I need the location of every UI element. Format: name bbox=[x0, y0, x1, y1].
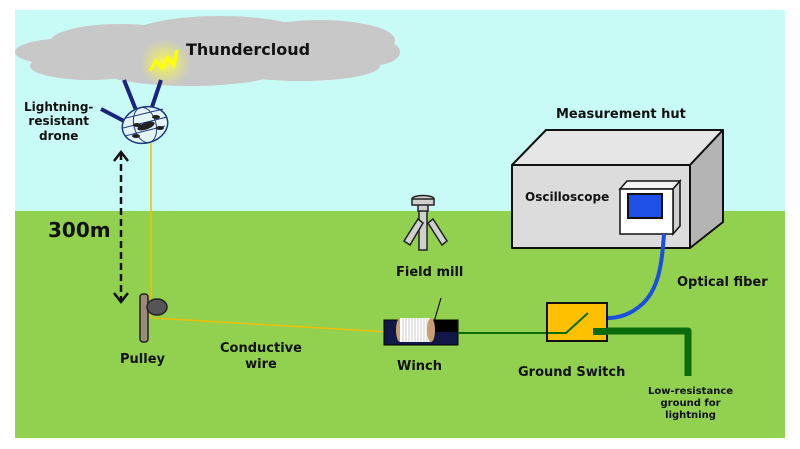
conductive-wire-label-line2: wire bbox=[245, 356, 277, 372]
ground-label-line2: ground for bbox=[660, 398, 721, 409]
drone-label-line3: drone bbox=[38, 128, 79, 143]
optical-fiber-cable bbox=[606, 233, 666, 320]
conductive-wire-label: Conductive wire bbox=[220, 341, 302, 372]
drone-icon bbox=[121, 105, 169, 145]
oscilloscope-icon bbox=[618, 179, 682, 236]
measurement-hut-label: Measurement hut bbox=[556, 107, 686, 122]
field-mill-icon bbox=[402, 194, 448, 251]
ground-label-line1: Low-resistance bbox=[648, 386, 734, 397]
field-mill-label: Field mill bbox=[396, 265, 464, 280]
drone-arms bbox=[100, 79, 163, 123]
altitude-label: 300m bbox=[48, 218, 111, 242]
pulley-label: Pulley bbox=[120, 352, 165, 367]
pulley-icon bbox=[139, 293, 168, 343]
lightning-bolt-icon bbox=[139, 39, 191, 87]
ground-switch-label: Ground Switch bbox=[518, 365, 626, 380]
ground-label-line3: lightning bbox=[665, 410, 716, 421]
oscilloscope-label: Oscilloscope bbox=[525, 190, 610, 204]
drone-label-line1: Lightning- bbox=[24, 100, 94, 114]
optical-fiber-label: Optical fiber bbox=[677, 275, 768, 290]
winch-label: Winch bbox=[397, 359, 443, 374]
conductive-wire-line bbox=[150, 143, 389, 333]
winch-icon bbox=[383, 297, 459, 346]
altitude-arrow bbox=[113, 149, 129, 305]
conductive-wire-label-line1: Conductive bbox=[220, 341, 302, 356]
ground-switch-icon bbox=[546, 302, 608, 342]
drone-label-line2: resistant bbox=[28, 114, 89, 129]
measurement-hut bbox=[511, 129, 724, 249]
ground-rod bbox=[607, 327, 692, 376]
thundercloud-label: Thundercloud bbox=[186, 40, 311, 59]
drone-label: Lightning- resistant drone bbox=[24, 100, 93, 143]
low-resistance-ground-label: Low-resistance ground for lightning bbox=[648, 386, 733, 422]
